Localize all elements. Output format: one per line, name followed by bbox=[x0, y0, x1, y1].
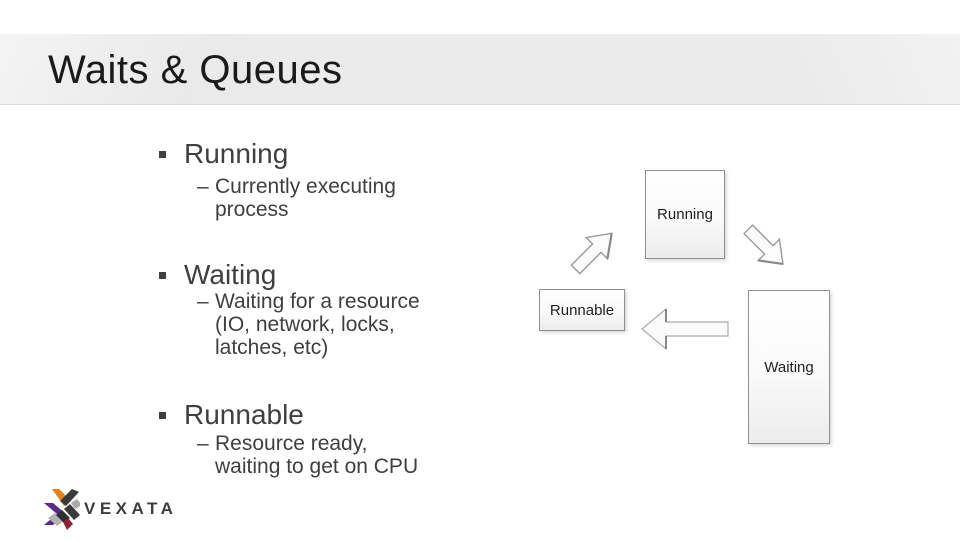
bullet-heading-running: Running bbox=[184, 138, 289, 169]
arrow-left-icon bbox=[641, 307, 729, 351]
arrow-up-right-icon bbox=[570, 232, 613, 275]
bullet-detail-text: Currently executing process bbox=[215, 175, 396, 221]
dash-marker: – bbox=[197, 290, 209, 313]
page-title: Waits & Queues bbox=[48, 48, 343, 92]
node-label: Runnable bbox=[549, 301, 615, 319]
brand-wordmark: VEXATA bbox=[84, 499, 178, 518]
bullet-square-icon bbox=[159, 412, 166, 419]
dash-marker: – bbox=[197, 175, 209, 198]
bullet-detail-waiting: – Waiting for a resource (IO, network, l… bbox=[197, 290, 420, 359]
node-label: Running bbox=[657, 206, 713, 223]
node-label: Waiting bbox=[764, 358, 814, 376]
bullet-heading-waiting: Waiting bbox=[184, 259, 277, 290]
dash-marker: – bbox=[197, 432, 209, 455]
bullet-square-icon bbox=[159, 272, 166, 279]
bullet-heading-runnable: Runnable bbox=[184, 399, 304, 430]
bullet-detail-running: – Currently executing process bbox=[197, 175, 396, 221]
bullet-detail-text: Waiting for a resource (IO, network, loc… bbox=[215, 290, 420, 359]
diagram-node-waiting: Waiting bbox=[748, 290, 830, 444]
title-band: Waits & Queues bbox=[0, 34, 960, 105]
bullet-detail-text: Resource ready, waiting to get on CPU bbox=[215, 432, 419, 478]
vexata-x-icon bbox=[44, 489, 80, 530]
diagram-node-running: Running bbox=[645, 170, 725, 259]
bullet-square-icon bbox=[159, 151, 166, 158]
diagram-node-runnable: Runnable bbox=[539, 289, 625, 331]
bullet-detail-runnable: – Resource ready, waiting to get on CPU bbox=[197, 432, 418, 478]
arrow-down-right-icon bbox=[743, 224, 784, 266]
